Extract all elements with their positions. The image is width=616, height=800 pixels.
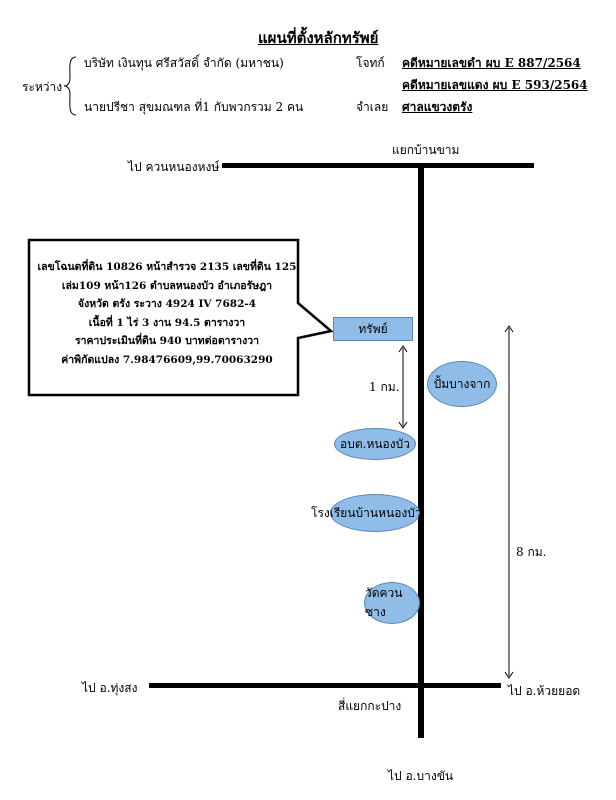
to-bottom-label: ไป อ.บางขัน — [388, 769, 454, 783]
landmark-school — [330, 494, 420, 532]
court-name: ศาลแขวงตรัง — [402, 100, 473, 114]
distance-1km-arrow — [398, 345, 408, 429]
junction-top-label: แยกบ้านขาม — [392, 143, 460, 157]
case-red-number: คดีหมายเลขแดง ผบ E 593/2564 — [402, 78, 588, 92]
landmark-school-label: โรงเรียนบ้านหนองบัว — [311, 506, 422, 520]
defendant-role: จำเลย — [356, 100, 389, 114]
distance-8km-arrow — [504, 325, 514, 679]
asset-marker: ทรัพย์ — [333, 317, 413, 341]
info-line: เลขโฉนดที่ดิน 10826 หน้าสำรวจ 2135 เลขที… — [37, 261, 297, 273]
info-text: เลขโฉนดที่ดิน 10826 หน้าสำรวจ 2135 เลขที… — [36, 258, 298, 369]
to-top-left-label: ไป ควนหนองหงษ์ — [128, 160, 220, 174]
distance-1km-label: 1 กม. — [369, 380, 400, 394]
info-line: เล่ม109 หน้า126 ตำบลหนองบัว อำเภอรัษฎา — [61, 279, 273, 292]
defendant-name: นายปรีชา สุขมณฑล ที่1 กับพวกรวม 2 คน — [84, 100, 304, 114]
landmark-temple: วัดควนซาง — [364, 582, 420, 624]
info-line: ราคาประเมินที่ดิน 940 บาทต่อตารางวา — [74, 335, 259, 347]
between-label: ระหว่าง — [22, 80, 63, 94]
to-bottom-left-label: ไป อ.ทุ่งสง — [82, 681, 138, 695]
distance-8km-label: 8 กม. — [516, 545, 547, 559]
landmark-tao-office: อบต.หนองบัว — [334, 428, 416, 460]
plaintiff-role: โจทก์ — [356, 56, 385, 70]
road-main-vertical — [418, 163, 424, 738]
landmark-gas-station: ปั้มบางจาก — [427, 361, 497, 407]
brace-icon — [63, 56, 77, 116]
info-line: ค่าพิกัดแปลง 7.98476609,99.70063290 — [61, 353, 273, 366]
page-title: แผนที่ตั้งหลักทรัพย์ — [258, 29, 379, 47]
junction-bottom-label: สี่แยกกะปาง — [338, 699, 402, 713]
case-black-number: คดีหมายเลขดำ ผบ E 887/2564 — [402, 56, 581, 70]
to-bottom-right-label: ไป อ.ห้วยยอด — [508, 684, 581, 698]
road-top — [222, 163, 534, 168]
info-line: เนื้อที่ 1 ไร่ 3 งาน 94.5 ตารางวา — [88, 316, 246, 329]
plaintiff-name: บริษัท เงินทุน ศรีสวัสดิ์ จำกัด (มหาชน) — [84, 56, 284, 70]
info-line: จังหวัด ตรัง ระวาง 4924 IV 7682-4 — [77, 298, 257, 310]
road-bottom — [149, 683, 501, 688]
